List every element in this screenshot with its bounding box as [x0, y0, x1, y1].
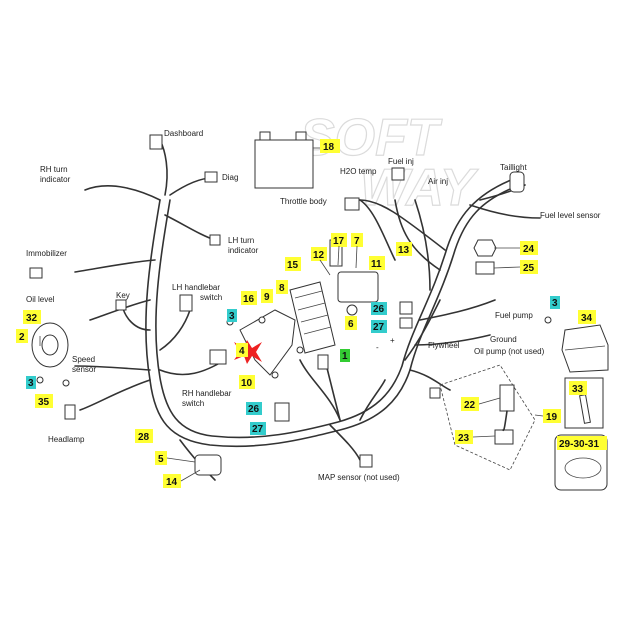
callout-3-c: 3 — [28, 378, 34, 389]
callout-3-b: 3 — [552, 298, 558, 309]
callout-33: 33 — [572, 384, 584, 395]
callout-14: 14 — [166, 477, 178, 488]
label-dashboard: Dashboard — [164, 129, 203, 138]
callout-27-a: 27 — [373, 322, 385, 333]
label-minus: - — [376, 343, 379, 352]
softway-watermark: SOFT WAY — [299, 108, 479, 217]
callout-15: 15 — [287, 260, 299, 271]
callout-12: 12 — [313, 250, 325, 261]
label-flywheel: Flywheel — [428, 341, 460, 350]
label-taillight: Taillight — [500, 163, 527, 172]
label-air-inj: Air inj — [428, 177, 448, 186]
label-rh-switch-2: switch — [182, 399, 204, 408]
horn — [31, 322, 69, 368]
label-h2o-temp: H2O temp — [340, 167, 377, 176]
label-oil-pump: Oil pump (not used) — [474, 347, 545, 356]
leader-lines — [39, 245, 544, 482]
callout-29-30-31: 29-30-31 — [559, 439, 599, 450]
callout-17: 17 — [333, 236, 345, 247]
label-ground: Ground — [490, 335, 517, 344]
callout-18: 18 — [323, 142, 335, 153]
callout-1: 1 — [342, 351, 348, 362]
component-labels: Dashboard Diag RH turn indicator LH turn… — [26, 129, 601, 482]
label-lh-switch-1: LH handlebar — [172, 283, 220, 292]
label-lh-turn-1: LH turn — [228, 236, 254, 245]
callout-13: 13 — [398, 245, 410, 256]
label-lh-switch-2: switch — [200, 293, 222, 302]
fuse-box — [561, 324, 609, 373]
callout-7: 7 — [354, 236, 360, 247]
label-fuel-inj: Fuel inj — [388, 157, 414, 166]
callout-24: 24 — [523, 244, 535, 255]
callout-16: 16 — [243, 294, 255, 305]
callout-34: 34 — [581, 313, 593, 324]
battery — [254, 131, 320, 189]
label-rh-switch-1: RH handlebar — [182, 389, 232, 398]
callout-5: 5 — [158, 454, 164, 465]
label-plus: + — [390, 336, 395, 345]
label-rh-turn-1: RH turn — [40, 165, 68, 174]
callout-28: 28 — [138, 432, 150, 443]
mounting-bracket — [239, 309, 296, 376]
callout-3-a: 3 — [229, 311, 235, 322]
callout-22: 22 — [464, 400, 476, 411]
label-oil-level: Oil level — [26, 295, 55, 304]
callout-9: 9 — [264, 292, 270, 303]
label-key: Key — [116, 291, 130, 300]
relay-parts — [473, 239, 497, 275]
label-lh-turn-2: indicator — [228, 246, 259, 255]
callout-11: 11 — [371, 259, 382, 270]
callout-25: 25 — [523, 263, 535, 274]
fuse-holder-group — [439, 364, 536, 471]
callout-26-a: 26 — [373, 304, 385, 315]
callout-32: 32 — [26, 313, 38, 324]
callouts: 18 17 7 12 11 13 15 9 8 16 3 1 6 26 27 2… — [16, 139, 607, 488]
callout-26-b: 26 — [248, 404, 260, 415]
watermark-line1: SOFT — [300, 109, 443, 167]
callout-27-b: 27 — [252, 424, 264, 435]
label-headlamp: Headlamp — [48, 435, 85, 444]
watermark-line2: WAY — [360, 159, 479, 217]
callout-23: 23 — [458, 433, 470, 444]
label-fuel-pump: Fuel pump — [495, 311, 533, 320]
label-rh-turn-2: indicator — [40, 175, 71, 184]
callout-19: 19 — [546, 412, 558, 423]
ignition-coil — [329, 239, 379, 316]
callout-6: 6 — [348, 319, 354, 330]
callout-10: 10 — [241, 378, 253, 389]
label-throttle-body: Throttle body — [280, 197, 327, 206]
label-map-sensor: MAP sensor (not used) — [318, 473, 400, 482]
callout-4: 4 — [239, 346, 245, 357]
label-diag: Diag — [222, 173, 238, 182]
ecu-module — [289, 281, 336, 354]
callout-35: 35 — [38, 397, 50, 408]
connectors — [29, 134, 552, 476]
label-speed-1: Speed — [72, 355, 95, 364]
callout-2: 2 — [19, 332, 25, 343]
label-fuel-level-sensor: Fuel level sensor — [540, 211, 601, 220]
label-speed-2: sensor — [72, 365, 96, 374]
callout-8: 8 — [279, 283, 285, 294]
label-immobilizer: Immobilizer — [26, 249, 67, 258]
